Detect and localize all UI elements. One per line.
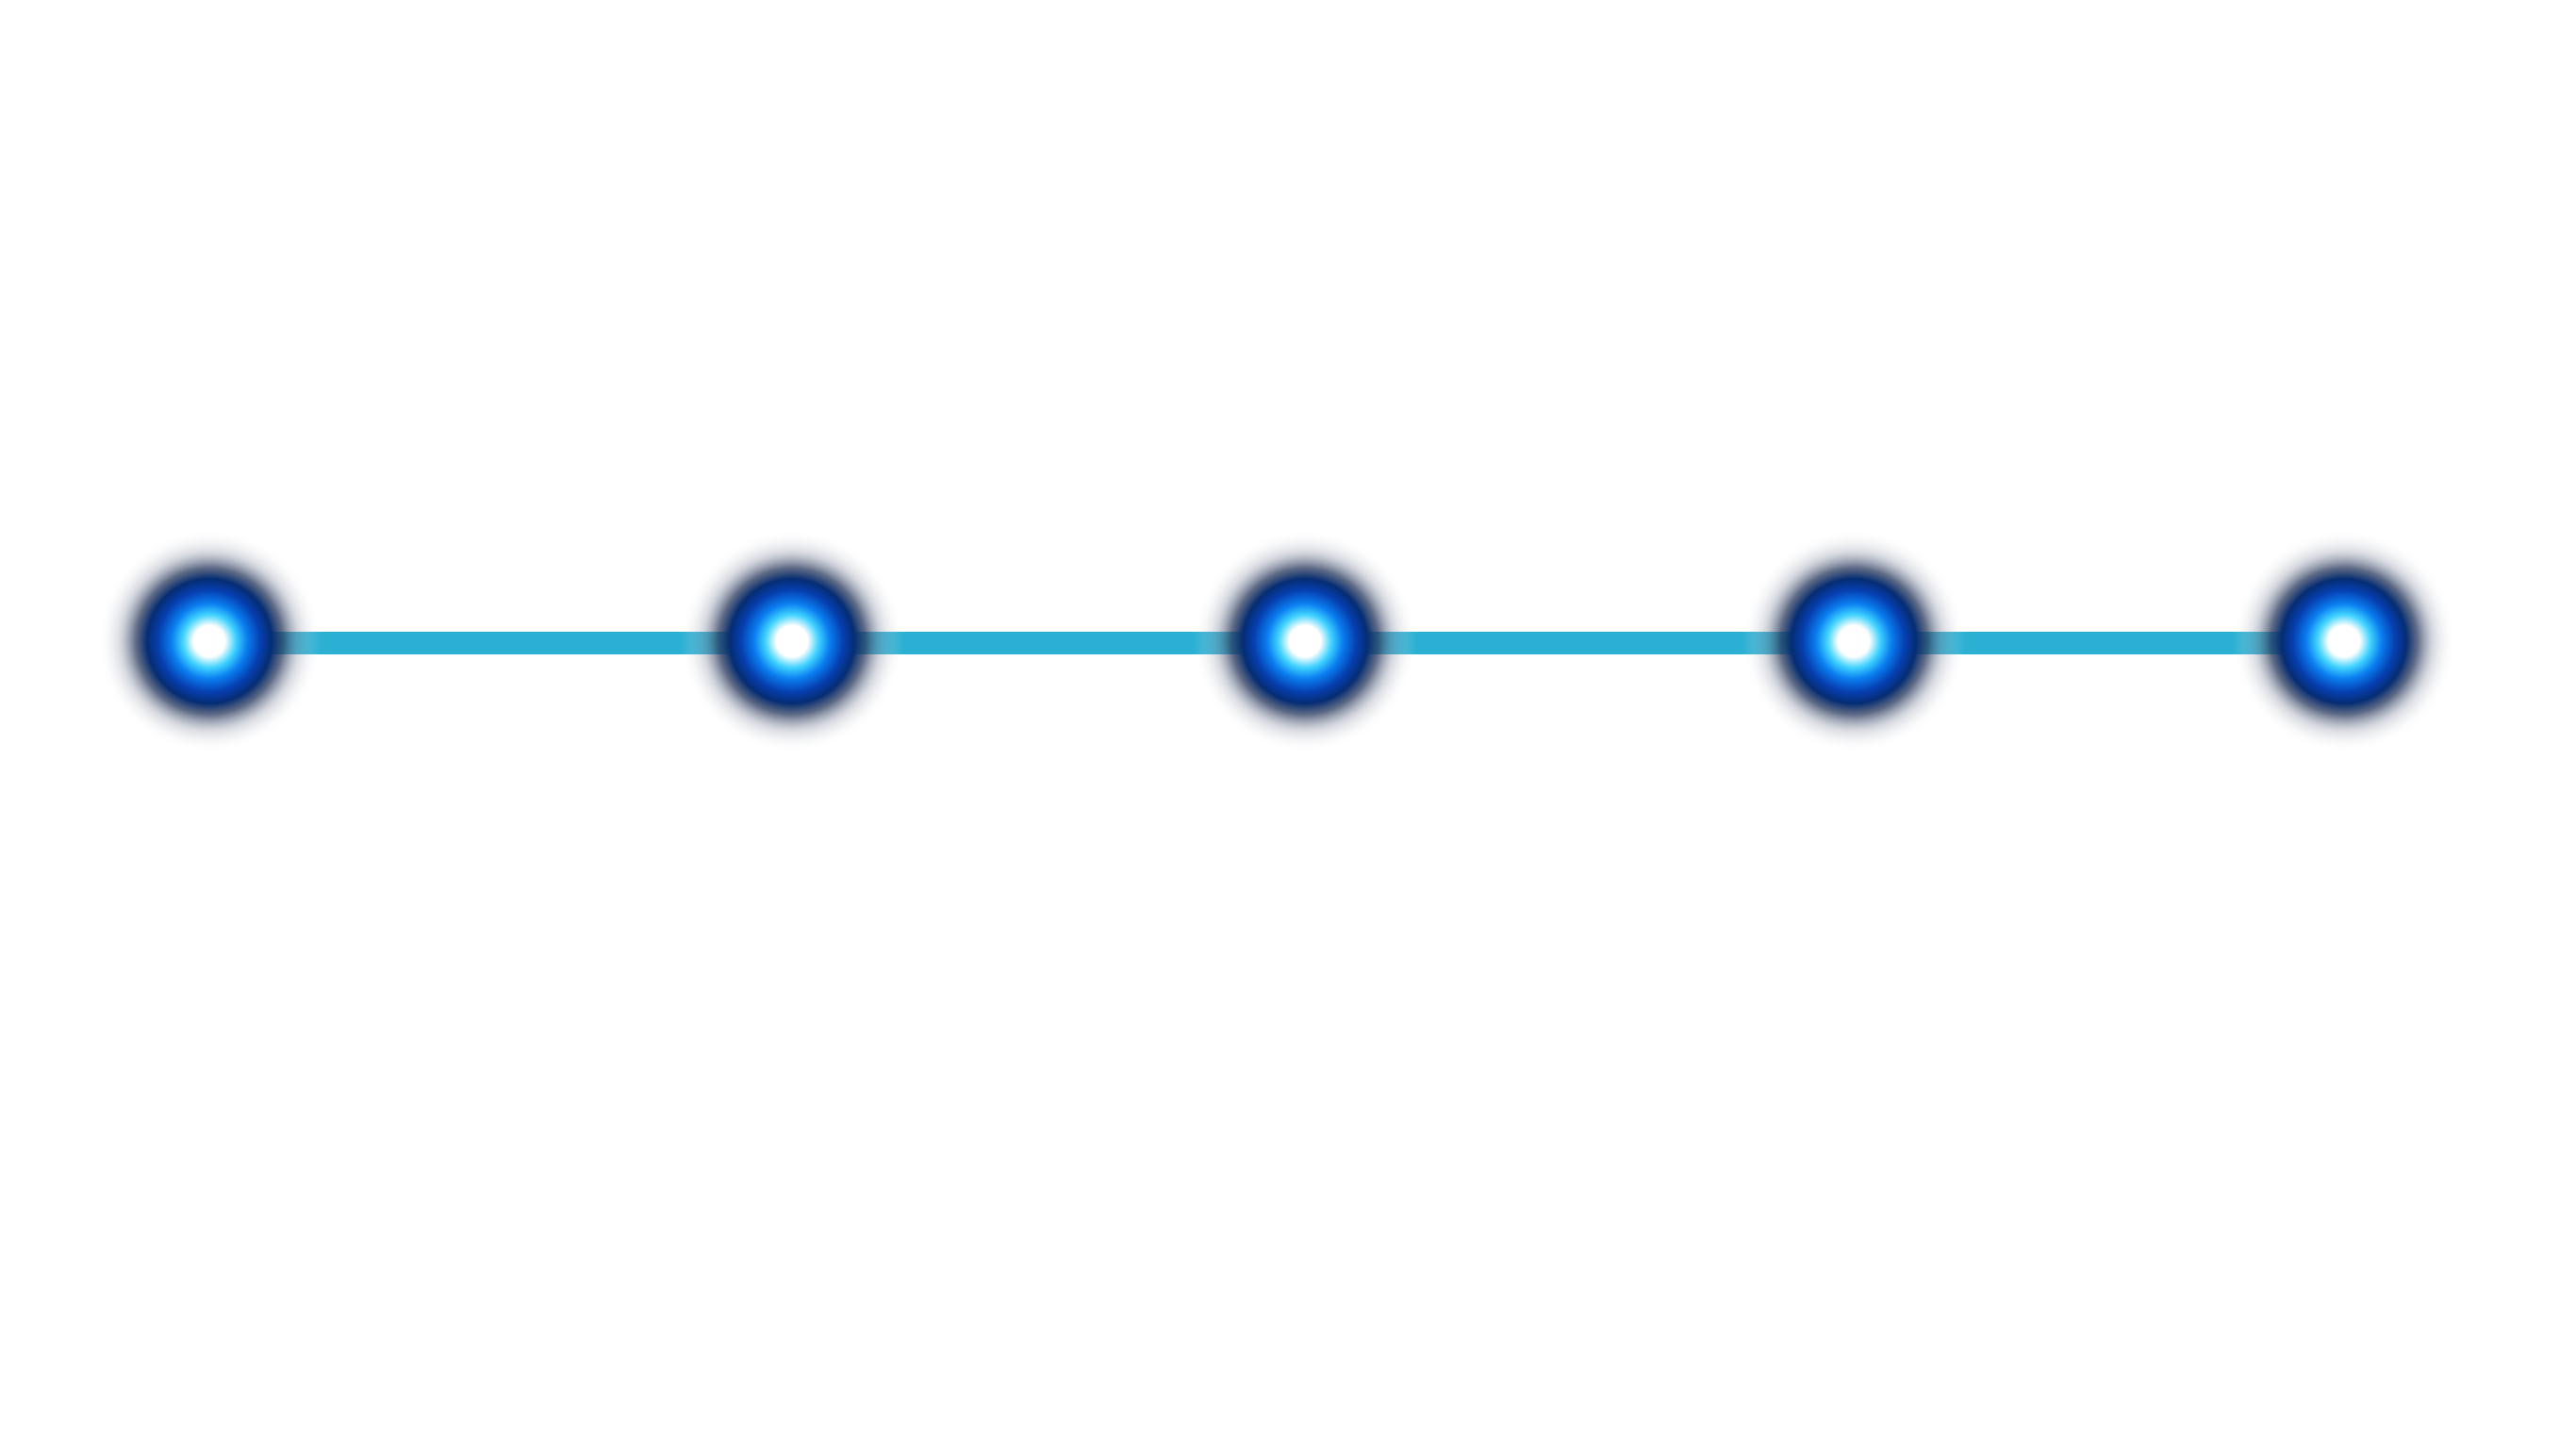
node-layer	[98, 530, 2455, 752]
timeline-node	[1742, 530, 1965, 752]
node-core	[779, 628, 805, 654]
timeline-node	[98, 530, 321, 752]
timeline-node	[681, 530, 903, 752]
timeline-node	[2233, 530, 2455, 752]
node-core	[196, 628, 223, 654]
node-core	[1841, 628, 1867, 654]
timeline-node	[1194, 530, 1416, 752]
node-core	[1292, 628, 1318, 654]
node-core	[2331, 628, 2357, 654]
